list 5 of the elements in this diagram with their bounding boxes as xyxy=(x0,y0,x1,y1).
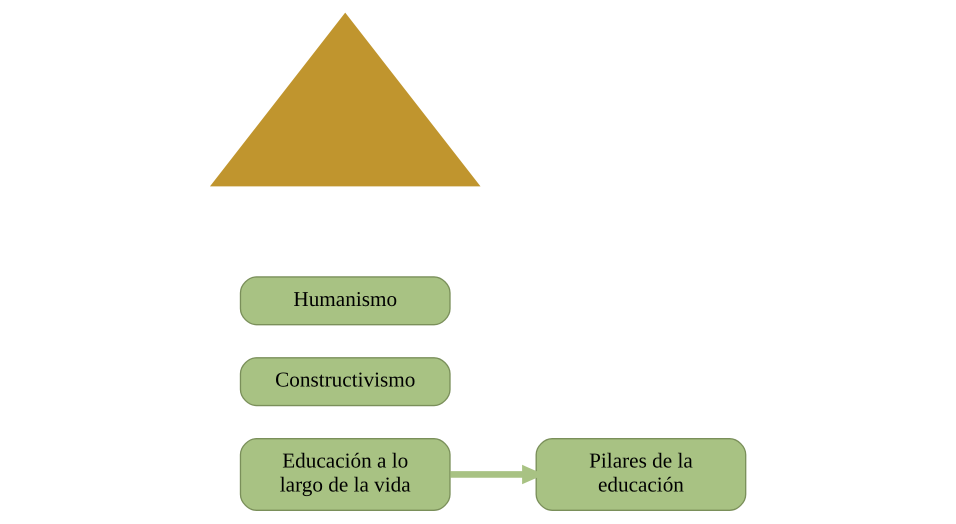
node-box: Educación a lo largo de la vida xyxy=(239,438,450,511)
node-box: Pilares de la educación xyxy=(535,438,746,511)
node-box: Constructivismo xyxy=(239,357,450,406)
node-box: Humanismo xyxy=(239,276,450,326)
node-triangle xyxy=(209,12,480,186)
